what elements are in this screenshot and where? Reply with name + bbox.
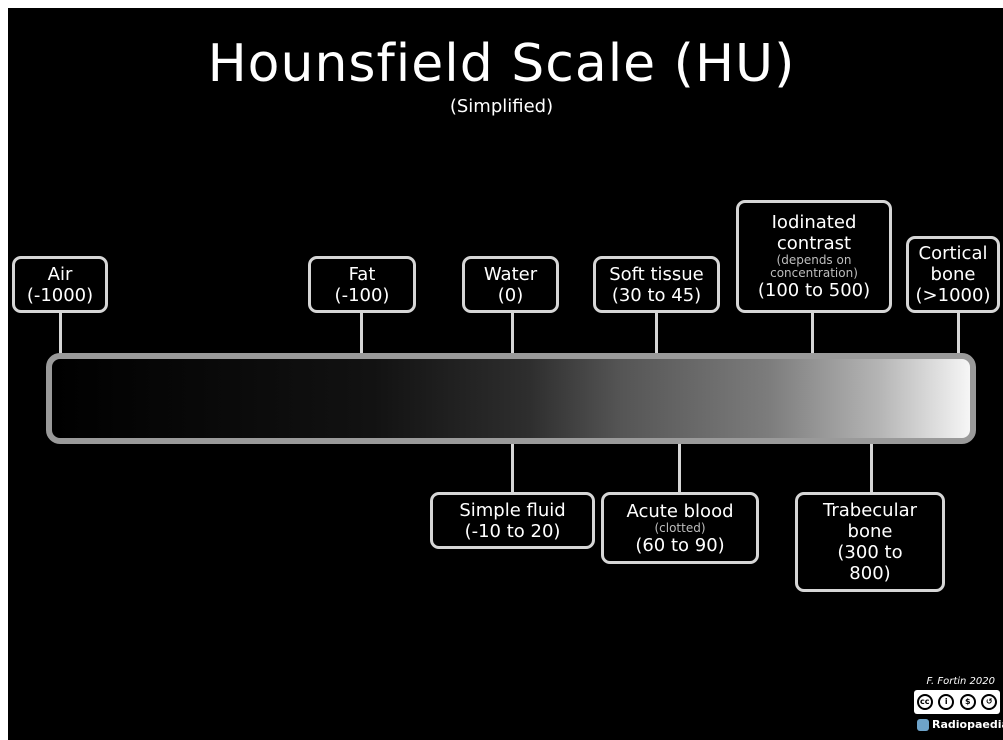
author-credit: F. Fortin 2020 [926, 676, 995, 687]
label-iodinated-contrast: Iodinated contrast (depends on concentra… [736, 200, 892, 313]
connector-soft-tissue [655, 311, 658, 356]
label-iodinated-contrast-name-1: Iodinated [771, 212, 857, 233]
label-acute-blood-note: (clotted) [654, 520, 706, 535]
label-simple-fluid-name: Simple fluid [459, 499, 566, 521]
connector-water [511, 311, 514, 356]
label-iodinated-contrast-name-2: contrast [776, 233, 852, 254]
connector-air [59, 311, 62, 356]
label-water: Water (0) [462, 256, 559, 313]
label-cortical-bone: Cortical bone (>1000) [906, 236, 1000, 313]
label-simple-fluid-value: (-10 to 20) [464, 520, 561, 542]
by-icon: i [938, 694, 955, 710]
label-trabecular-bone-value-2: 800) [849, 563, 891, 584]
cc-icon: cc [916, 694, 933, 710]
label-cortical-bone-name-1: Cortical [918, 243, 988, 264]
label-soft-tissue: Soft tissue (30 to 45) [593, 256, 720, 313]
cc-license-badge[interactable]: cc i $ ↺ [914, 690, 1000, 714]
connector-iodinated-contrast [811, 311, 814, 356]
label-cortical-bone-name-2: bone [930, 264, 976, 285]
label-cortical-bone-value: (>1000) [915, 285, 991, 306]
label-air-name: Air [47, 263, 73, 285]
label-acute-blood: Acute blood (clotted) (60 to 90) [601, 492, 759, 564]
connector-fat [360, 311, 363, 356]
label-soft-tissue-value: (30 to 45) [611, 284, 702, 306]
connector-simple-fluid [511, 441, 514, 493]
label-iodinated-contrast-note-2: concentration) [770, 266, 858, 280]
page-subtitle: (Simplified) [449, 96, 554, 117]
label-trabecular-bone: Trabecular bone (300 to 800) [795, 492, 945, 592]
radiopaedia-icon [917, 718, 929, 731]
label-iodinated-contrast-note-1: (depends on [776, 253, 852, 267]
label-fat-name: Fat [348, 263, 376, 285]
sa-icon: ↺ [981, 694, 998, 710]
radiopaedia-label: Radiopaedia [932, 718, 1003, 731]
page-title: Hounsfield Scale (HU) [207, 34, 796, 94]
label-iodinated-contrast-value: (100 to 500) [757, 280, 871, 301]
label-acute-blood-name: Acute blood [626, 500, 734, 522]
label-acute-blood-value: (60 to 90) [635, 534, 725, 556]
label-fat: Fat (-100) [308, 256, 416, 313]
label-water-name: Water [483, 263, 538, 285]
label-water-value: (0) [497, 284, 524, 306]
nc-icon: $ [959, 694, 976, 710]
hu-gradient-bar [46, 353, 976, 444]
label-air: Air (-1000) [12, 256, 108, 313]
connector-cortical-bone [957, 311, 960, 356]
label-air-value: (-1000) [26, 284, 94, 306]
connector-acute-blood [678, 441, 681, 493]
radiopaedia-logo[interactable]: Radiopaedia [917, 718, 1003, 731]
label-soft-tissue-name: Soft tissue [609, 263, 704, 285]
label-trabecular-bone-name-2: bone [847, 521, 893, 542]
label-fat-value: (-100) [334, 284, 390, 306]
label-trabecular-bone-name-1: Trabecular [822, 500, 918, 521]
connector-trabecular-bone [870, 441, 873, 493]
label-simple-fluid: Simple fluid (-10 to 20) [430, 492, 595, 549]
label-trabecular-bone-value-1: (300 to [837, 542, 903, 563]
